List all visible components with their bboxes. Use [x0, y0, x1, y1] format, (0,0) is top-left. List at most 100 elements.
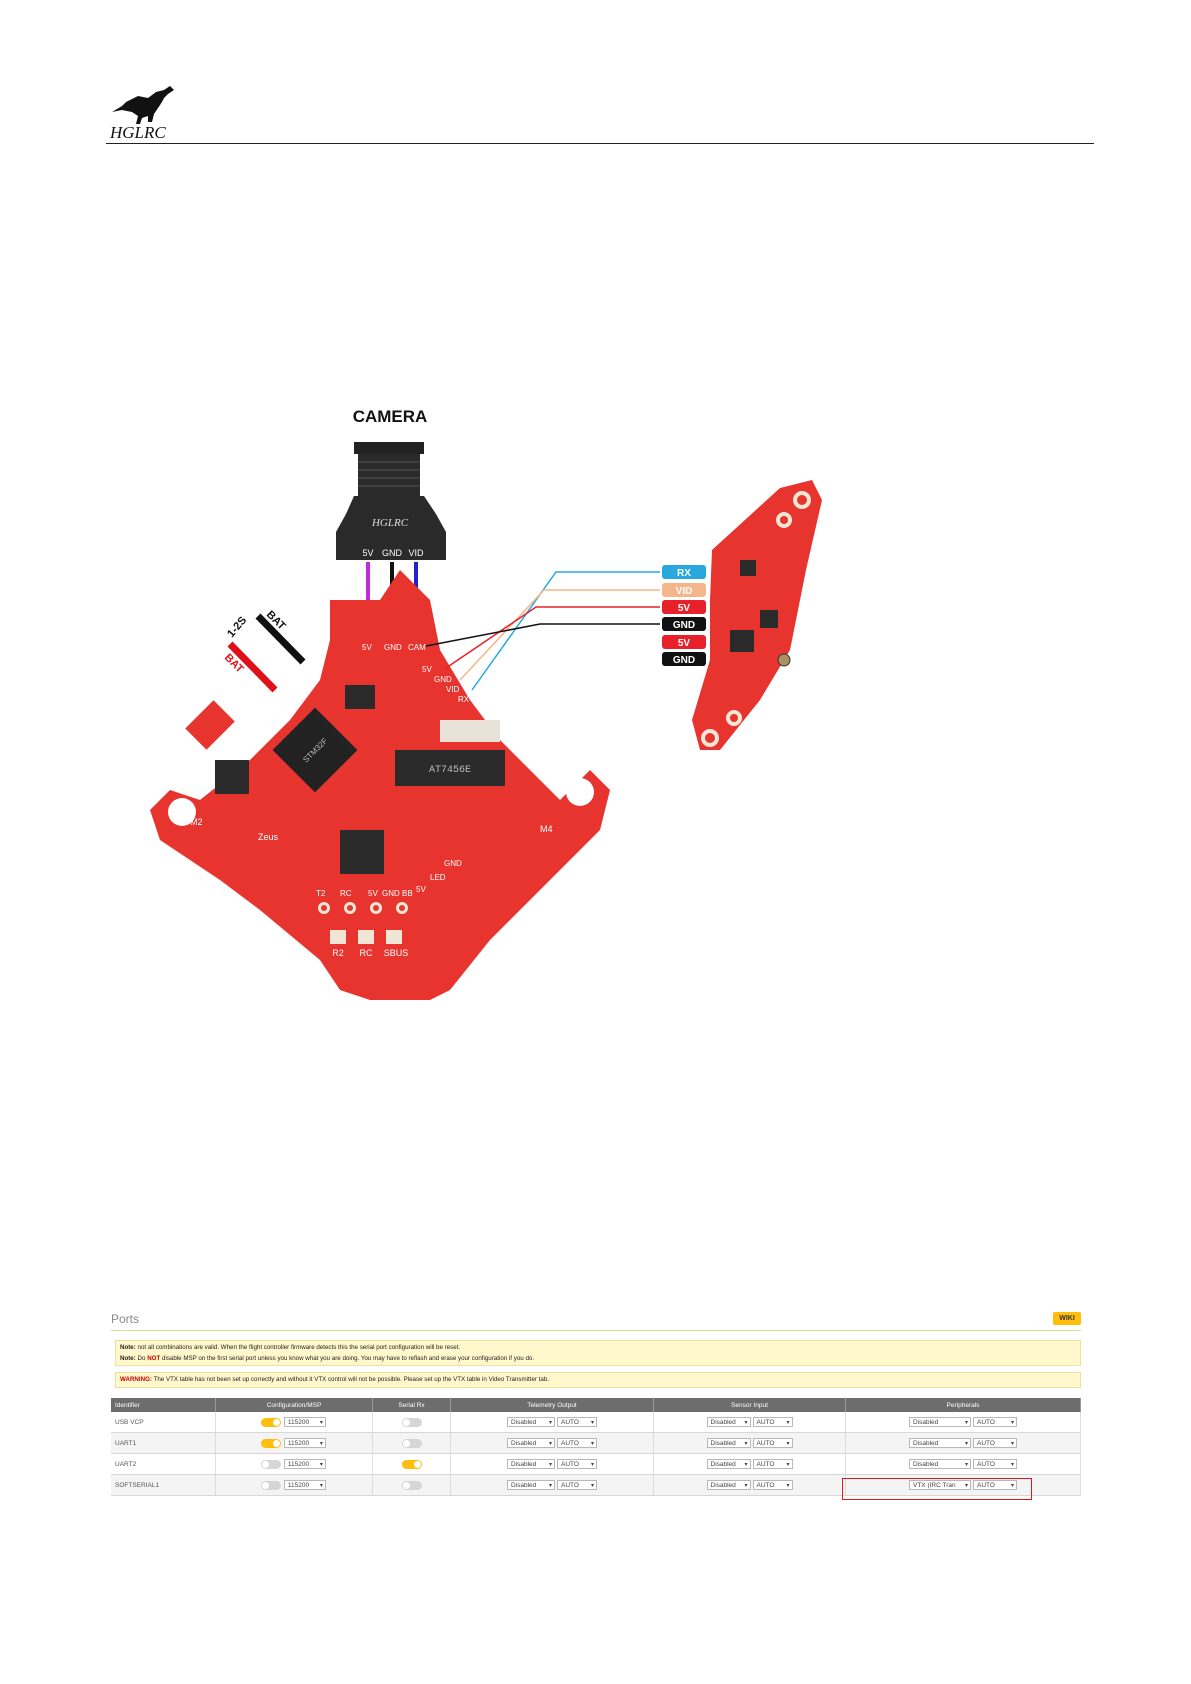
peripheral-select[interactable]: VTX (IRC Tran	[909, 1480, 971, 1491]
battery-wire-negative	[255, 613, 306, 665]
peripherals-cell: VTX (IRC TranAUTO	[845, 1474, 1081, 1496]
fc-label-cam-5v: 5V	[362, 643, 372, 652]
camera-pin-vid: VID	[408, 548, 424, 558]
sensor-cell: DisabledAUTO	[653, 1432, 846, 1454]
warning-box: WARNING: The VTX table has not been set …	[115, 1372, 1081, 1388]
sensor-baud-select[interactable]: AUTO	[752, 1417, 793, 1428]
battery-label-voltage: 1-2S	[225, 614, 249, 640]
sensor-cell: DisabledAUTO	[653, 1474, 846, 1496]
peripherals-cell: DisabledAUTO	[845, 1453, 1081, 1475]
warning-text: The VTX table has not been set up correc…	[153, 1376, 549, 1383]
fc-osd-label: AT7456E	[429, 765, 471, 776]
telemetry-select[interactable]: Disabled	[507, 1438, 555, 1449]
msp-baud-select[interactable]: 115200	[283, 1438, 326, 1449]
msp-toggle[interactable]	[261, 1459, 282, 1469]
sensor-baud-select[interactable]: AUTO	[752, 1438, 793, 1449]
telemetry-select[interactable]: Disabled	[507, 1417, 555, 1428]
peripheral-select[interactable]: Disabled	[909, 1438, 971, 1449]
peripheral-highlight-box	[842, 1478, 1032, 1500]
sensor-cell: DisabledAUTO	[653, 1453, 846, 1475]
fc-label-led: LED	[430, 873, 446, 882]
msp-toggle[interactable]	[261, 1438, 282, 1448]
dinosaur-silhouette	[112, 86, 174, 124]
peripheral-baud-select[interactable]: AUTO	[973, 1459, 1017, 1470]
camera-pin-5v: 5V	[362, 548, 373, 558]
serial-rx-toggle[interactable]	[401, 1480, 422, 1490]
fc-label-zeus: Zeus	[258, 832, 279, 842]
vtx-pin-5v-2: 5V	[678, 638, 691, 649]
telemetry-cell: DisabledAUTO	[450, 1474, 654, 1496]
msp-baud-select[interactable]: 115200	[283, 1417, 326, 1428]
peripheral-baud-select[interactable]: AUTO	[973, 1438, 1017, 1449]
ports-header: Ports WIKI	[111, 1308, 1081, 1331]
col-sensor: Sensor Input	[653, 1398, 846, 1412]
fc-label-cam: CAM	[408, 643, 426, 652]
vtx-pin-rx: RX	[677, 568, 691, 579]
sensor-select[interactable]: Disabled	[706, 1438, 751, 1449]
note-box: Note: not all combinations are valid. Wh…	[115, 1340, 1081, 1366]
ports-table-row: SOFTSERIAL1 115200DisabledAUTODisabledAU…	[111, 1474, 1081, 1496]
vtx-wire-gnd	[425, 623, 660, 647]
camera-body: HGLRC	[336, 442, 446, 560]
telemetry-baud-select[interactable]: AUTO	[557, 1438, 597, 1449]
msp-toggle[interactable]	[261, 1417, 282, 1427]
sensor-select[interactable]: Disabled	[706, 1480, 751, 1491]
serial-rx-toggle[interactable]	[401, 1417, 422, 1427]
fc-label-bottom-gnd: GND	[382, 889, 400, 898]
peripheral-baud-select[interactable]: AUTO	[973, 1480, 1017, 1491]
ports-title: Ports	[111, 1312, 140, 1326]
msp-baud-select[interactable]: 115200	[283, 1480, 326, 1491]
msp-cell: 115200	[215, 1453, 373, 1475]
fc-label-t2: T2	[316, 889, 326, 898]
peripheral-baud-select[interactable]: AUTO	[973, 1417, 1017, 1428]
sensor-cell: DisabledAUTO	[653, 1412, 846, 1433]
sensor-baud-select[interactable]: AUTO	[752, 1459, 793, 1470]
telemetry-cell: DisabledAUTO	[450, 1432, 654, 1454]
col-serial-rx: Serial Rx	[372, 1398, 451, 1412]
port-identifier: UART2	[111, 1453, 216, 1475]
telemetry-cell: DisabledAUTO	[450, 1412, 654, 1433]
fc-label-vtx-vid: VID	[446, 685, 460, 694]
fc-osd-chip	[395, 750, 505, 786]
sensor-select[interactable]: Disabled	[706, 1417, 751, 1428]
telemetry-baud-select[interactable]: AUTO	[557, 1459, 597, 1470]
vtx-pin-labels: RX VID 5V GND 5V GND	[662, 565, 706, 666]
warning-label: WARNING:	[120, 1376, 152, 1383]
vtx-pin-5v: 5V	[678, 603, 691, 614]
port-identifier: USB VCP	[111, 1412, 216, 1433]
serial-rx-cell	[372, 1432, 451, 1454]
vtx-antenna-connector	[777, 653, 791, 667]
telemetry-baud-select[interactable]: AUTO	[557, 1480, 597, 1491]
serial-rx-cell	[372, 1453, 451, 1475]
serial-rx-toggle[interactable]	[401, 1459, 422, 1469]
msp-baud-select[interactable]: 115200	[283, 1459, 326, 1470]
camera-pin-gnd: GND	[382, 548, 403, 558]
vtx-pin-gnd: GND	[673, 620, 695, 631]
peripherals-cell: DisabledAUTO	[845, 1412, 1081, 1433]
fc-label-led-gnd: GND	[444, 859, 462, 868]
fc-pad-r2	[330, 930, 346, 944]
sensor-baud-select[interactable]: AUTO	[752, 1480, 793, 1491]
ports-table-row: USB VCP 115200DisabledAUTODisabledAUTODi…	[111, 1412, 1081, 1433]
hglrc-logo: HGLRC	[108, 82, 184, 142]
msp-toggle[interactable]	[261, 1480, 282, 1490]
fc-label-m2: M2	[190, 817, 203, 827]
peripheral-select[interactable]: Disabled	[909, 1459, 971, 1470]
telemetry-select[interactable]: Disabled	[507, 1480, 555, 1491]
msp-cell: 115200	[215, 1432, 373, 1454]
serial-rx-toggle[interactable]	[401, 1438, 422, 1448]
vtx-wire-5v	[445, 606, 660, 669]
fc-label-vtx-gnd: GND	[434, 675, 452, 684]
ports-table-row: UART1 115200DisabledAUTODisabledAUTODisa…	[111, 1432, 1081, 1454]
fc-label-m4: M4	[540, 824, 553, 834]
fc-label-m3: M3	[530, 742, 543, 752]
vtx-wire-vid	[459, 589, 660, 681]
fc-label-led-5v: 5V	[416, 885, 426, 894]
peripheral-select[interactable]: Disabled	[909, 1417, 971, 1428]
msp-cell: 115200	[215, 1412, 373, 1433]
vtx-pin-gnd-2: GND	[673, 655, 695, 666]
telemetry-select[interactable]: Disabled	[507, 1459, 555, 1470]
telemetry-baud-select[interactable]: AUTO	[557, 1417, 597, 1428]
sensor-select[interactable]: Disabled	[706, 1459, 751, 1470]
wiki-button[interactable]: WIKI	[1053, 1312, 1081, 1325]
